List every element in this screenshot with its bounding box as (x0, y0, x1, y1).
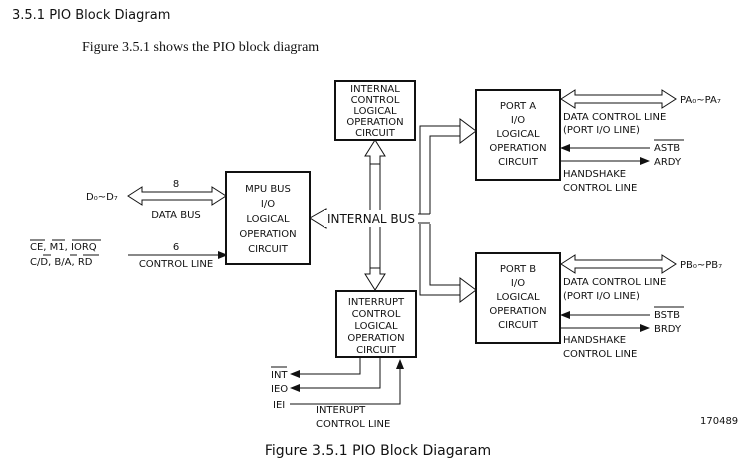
port-b-data-control-line: DATA CONTROL LINE (563, 277, 666, 288)
port-a-line-2: I/O (511, 115, 525, 126)
internal-control-line-3: LOGICAL (353, 106, 397, 117)
mpu-bus-block: MPU BUS I/O LOGICAL OPERATION CIRCUIT (225, 171, 311, 265)
port-a-port-io-line: (PORT I/O LINE) (563, 125, 640, 136)
port-b-port-io-line: (PORT I/O LINE) (563, 291, 640, 302)
internal-control-line-4: OPERATION (346, 117, 403, 128)
port-b-handshake: HANDSHAKE (563, 335, 626, 346)
bus-to-port-a-arrow (419, 118, 477, 214)
data-bus-label: DATA BUS (151, 210, 200, 221)
internal-bus-label: INTERNAL BUS (327, 212, 415, 226)
ieo-label: IEO (271, 384, 288, 395)
bstb-label: BSTB (654, 310, 680, 321)
d-signal-label: D₀~D₇ (86, 192, 118, 203)
port-b-line-1: PORT B (500, 264, 536, 275)
interupt-label: INTERUPT (316, 405, 366, 416)
port-a-block: PORT A I/O LOGICAL OPERATION CIRCUIT (475, 89, 561, 181)
port-a-data-control-line: DATA CONTROL LINE (563, 112, 666, 123)
internal-control-block: INTERNAL CONTROL LOGICAL OPERATION CIRCU… (334, 80, 416, 141)
mpu-bus-line-4: OPERATION (239, 229, 296, 240)
interupt-line-label: CONTROL LINE (316, 419, 390, 430)
figure-code: 170489 (700, 416, 738, 427)
pb-label: PB₀~PB₇ (680, 260, 722, 271)
ardy-label: ARDY (654, 157, 682, 168)
interrupt-line-3: LOGICAL (354, 321, 398, 332)
port-a-line-5: CIRCUIT (498, 157, 539, 168)
intro-text: Figure 3.5.1 shows the PIO block diagram (82, 40, 319, 55)
bus-to-port-b-arrow (419, 224, 477, 303)
port-b-data-arrow (560, 254, 677, 274)
astb-arrow (560, 144, 650, 152)
bus-to-interrupt-arrow (364, 267, 386, 291)
port-b-line-4: OPERATION (489, 306, 546, 317)
port-a-handshake-line: CONTROL LINE (563, 183, 637, 194)
section-title: 3.5.1 PIO Block Diagram (12, 8, 170, 23)
int-label: INT (271, 370, 288, 381)
port-b-handshake-line: CONTROL LINE (563, 349, 637, 360)
int-line (290, 357, 361, 378)
bstb-arrow (560, 311, 650, 319)
control-line-label: CONTROL LINE (139, 259, 213, 270)
port-a-data-arrow (560, 89, 677, 109)
port-b-block: PORT B I/O LOGICAL OPERATION CIRCUIT (475, 252, 561, 344)
port-a-line-3: LOGICAL (496, 129, 540, 140)
mpu-bus-line-2: I/O (261, 199, 275, 210)
port-a-line-4: OPERATION (489, 143, 546, 154)
port-b-line-2: I/O (511, 278, 525, 289)
port-a-line-1: PORT A (500, 101, 536, 112)
internal-control-line-2: CONTROL (351, 95, 400, 106)
interrupt-line-4: OPERATION (347, 333, 404, 344)
ctrl-signals-2: C/D, B/A, RD (30, 257, 93, 268)
bus-to-internal-control-arrow (364, 139, 386, 165)
data-bus-width: 8 (173, 179, 179, 190)
ctrl-signals-1: CE, M1, IORQ (30, 242, 97, 253)
mpu-bus-line-1: MPU BUS (245, 184, 291, 195)
ardy-arrow (560, 157, 650, 165)
interrupt-control-block: INTERRUPT CONTROL LOGICAL OPERATION CIRC… (335, 290, 417, 358)
interrupt-line-5: CIRCUIT (356, 345, 397, 356)
mpu-bus-line-5: CIRCUIT (248, 244, 289, 255)
interrupt-line-1: INTERRUPT (348, 297, 405, 308)
iei-label: IEI (273, 400, 285, 411)
internal-control-line-5: CIRCUIT (355, 128, 396, 139)
iei-line (290, 359, 404, 405)
pa-label: PA₀~PA₇ (680, 95, 721, 106)
control-line-width: 6 (173, 242, 179, 253)
mpu-bus-line-3: LOGICAL (246, 214, 290, 225)
control-line-arrow (128, 251, 228, 259)
port-b-line-5: CIRCUIT (498, 320, 539, 331)
ieo-line (290, 357, 381, 392)
brdy-label: BRDY (654, 324, 682, 335)
internal-control-line-1: INTERNAL (350, 84, 400, 95)
figure-caption: Figure 3.5.1 PIO Block Diagaram (265, 443, 491, 459)
brdy-arrow (560, 324, 650, 332)
astb-label: ASTB (654, 143, 680, 154)
interrupt-line-2: CONTROL (352, 309, 401, 320)
port-a-handshake: HANDSHAKE (563, 169, 626, 180)
port-b-line-3: LOGICAL (496, 292, 540, 303)
